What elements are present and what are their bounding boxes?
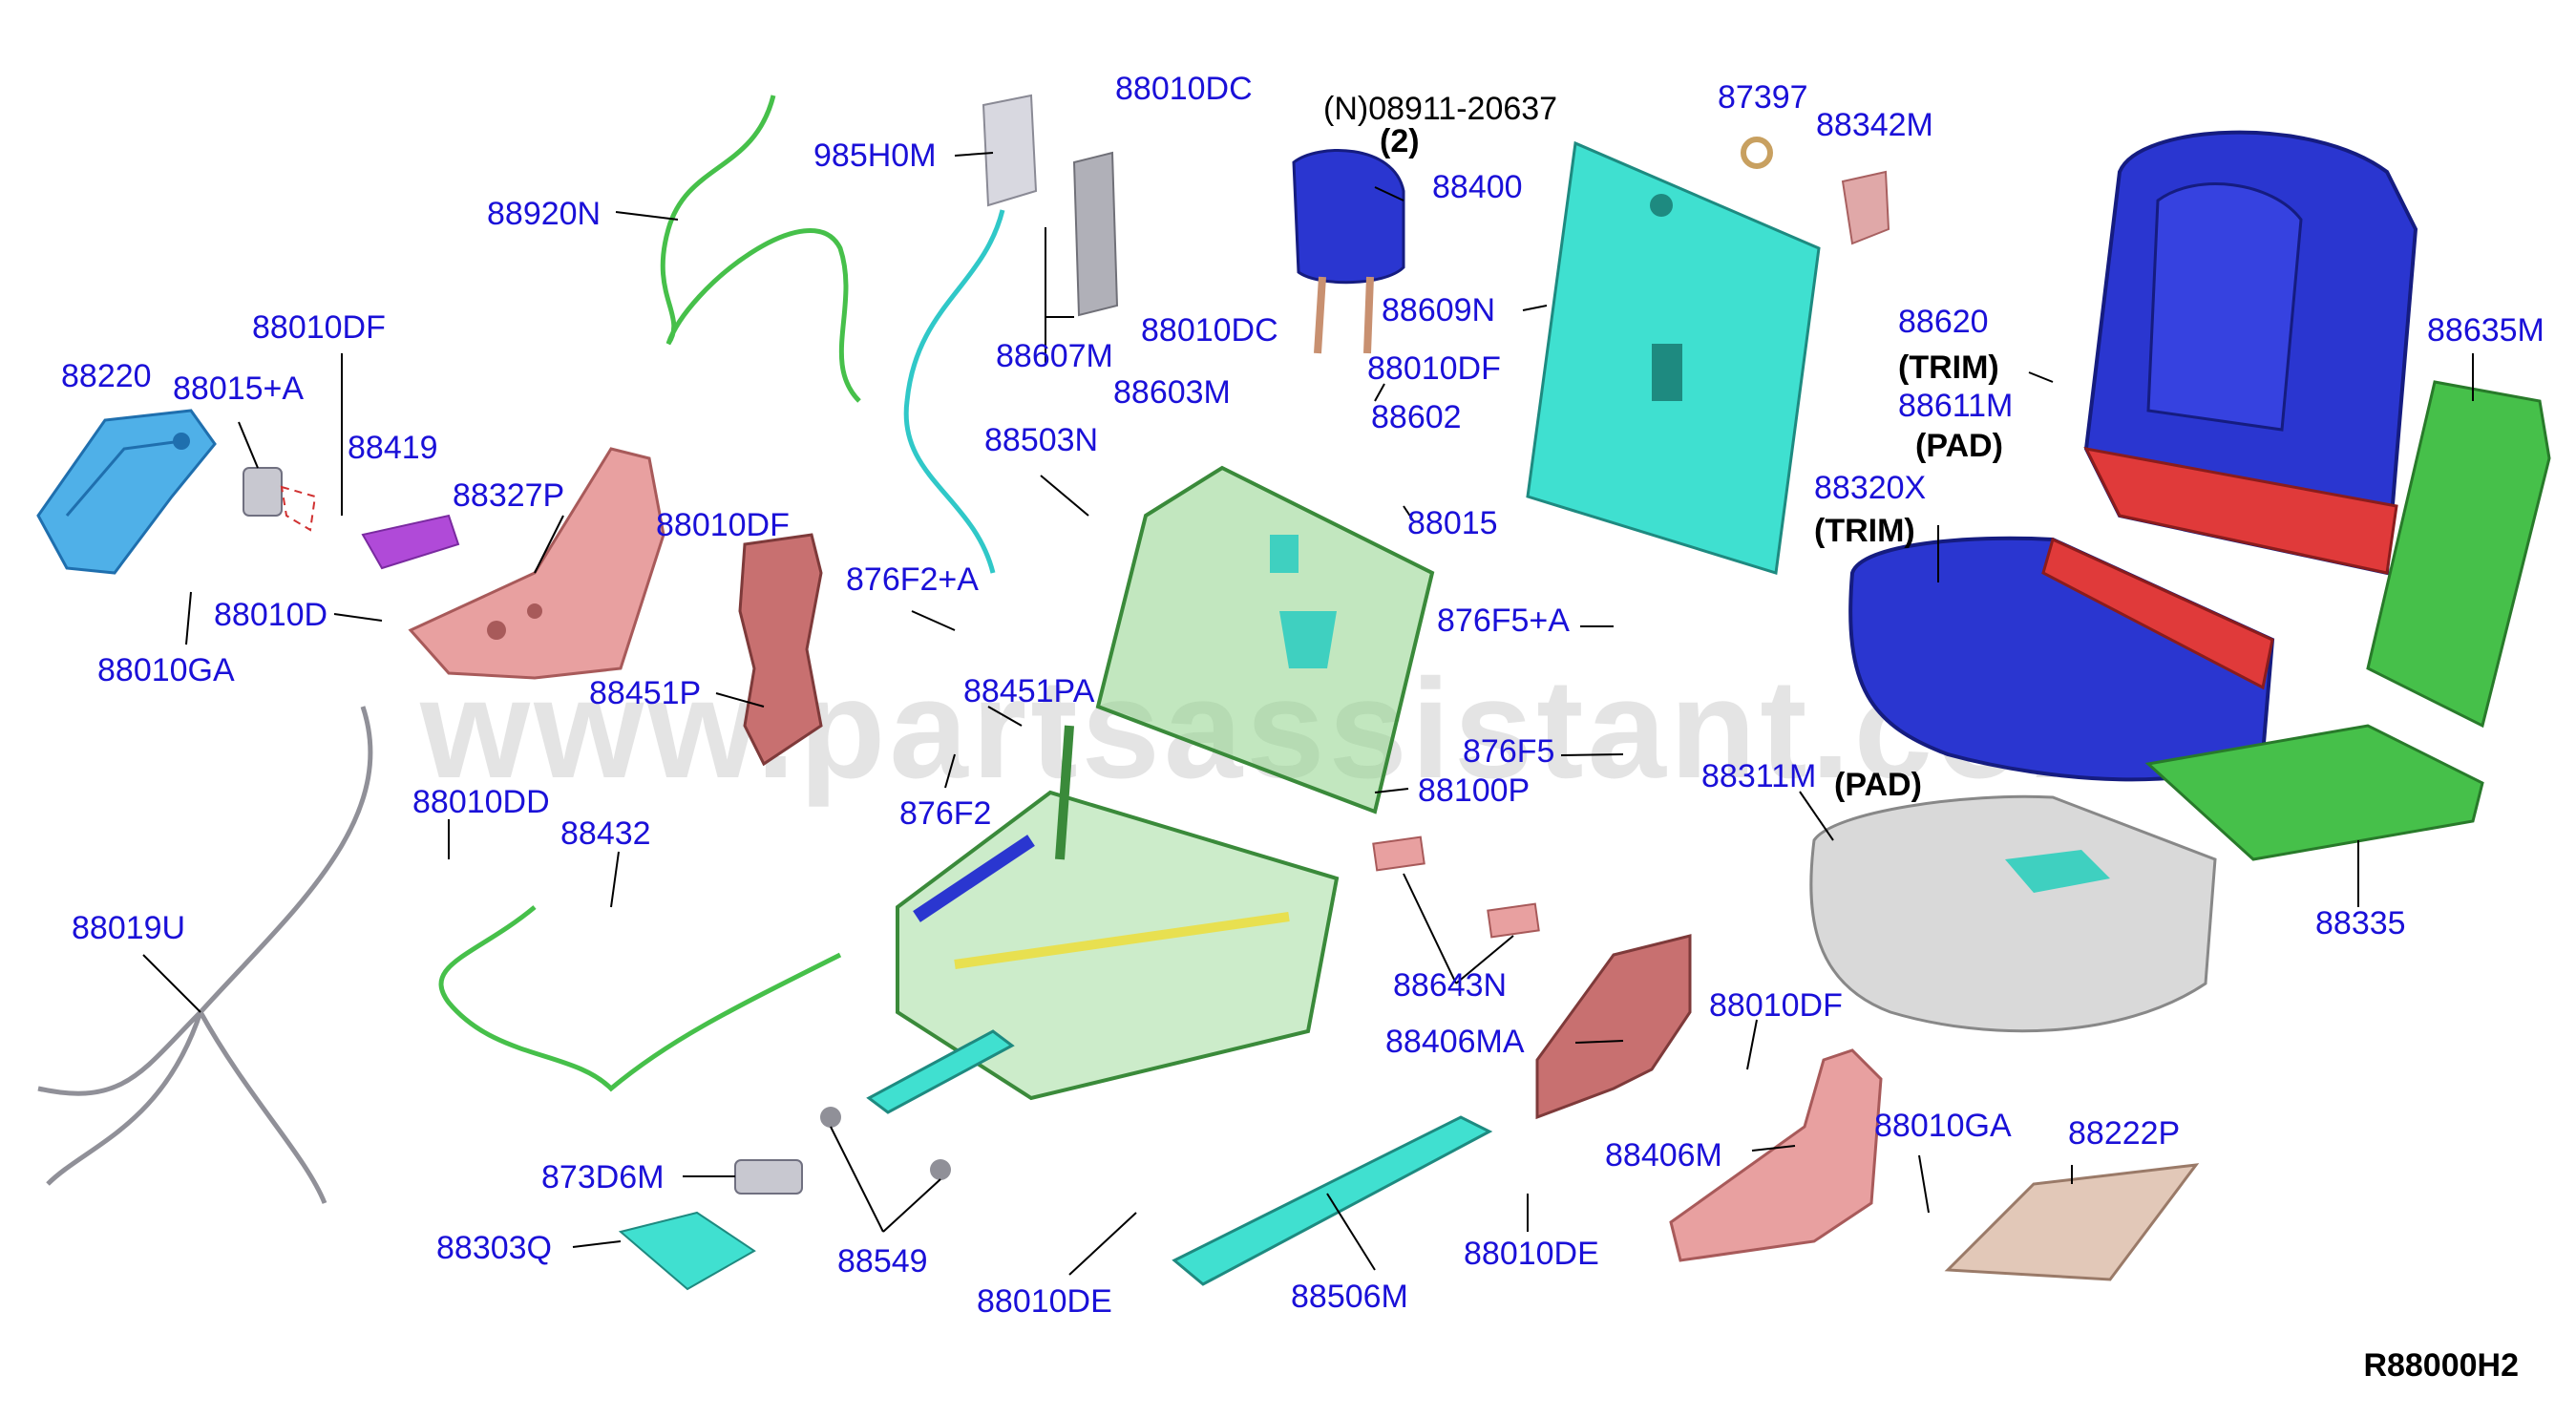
harness-88432 [438, 905, 842, 1092]
rail-88506m [866, 1029, 1493, 1286]
bottom-panel-88335 [2144, 724, 2484, 861]
harness-88920n [660, 95, 861, 403]
bolt-88549-a [820, 1107, 841, 1128]
leader-lines [142, 152, 2474, 1276]
label-trim-88620: (TRIM) [1898, 349, 1999, 386]
label-88010ga-right: 88010GA [1874, 1108, 2012, 1144]
label-88451pa: 88451PA [963, 673, 1095, 709]
label-88010de-left: 88010DE [977, 1283, 1112, 1320]
label-876f5a: 876F5+A [1437, 603, 1570, 639]
plate-88303q [618, 1211, 756, 1291]
label-pad-88311m: (PAD) [1834, 767, 1922, 803]
seatback-trim-88620 [2083, 130, 2418, 576]
label-88015a: 88015+A [173, 370, 305, 407]
label-88611m: 88611M [1898, 388, 2014, 424]
bracket-88406ma [1535, 934, 1692, 1120]
label-88100p: 88100P [1418, 772, 1531, 809]
label-88620: 88620 [1898, 304, 1989, 340]
label-qty-2: (2) [1380, 123, 1420, 159]
label-88920n: 88920N [487, 196, 602, 232]
label-88010dc-top: 88010DC [1115, 71, 1253, 107]
label-88451p: 88451P [589, 675, 702, 711]
ring-87397 [1741, 137, 1773, 169]
harness-88019u [37, 706, 373, 1204]
label-88303q: 88303Q [436, 1230, 552, 1266]
label-88010de-right: 88010DE [1464, 1236, 1599, 1272]
label-876f2a: 876F2+A [846, 561, 979, 598]
label-88327p: 88327P [453, 477, 565, 514]
bracket-88451p [738, 533, 823, 767]
label-876f2: 876F2 [899, 795, 992, 832]
bolt-88549-b [930, 1159, 951, 1180]
label-88311m: 88311M [1701, 758, 1817, 794]
label-88607m: 88607M [996, 338, 1113, 374]
back-board-88609n [1526, 140, 1821, 575]
label-876f5: 876F5 [1463, 733, 1555, 770]
label-87397: 87397 [1718, 79, 1808, 116]
label-n08911: (N)08911-20637 [1323, 91, 1558, 127]
cushion-pad-88311m [1809, 794, 2217, 1033]
label-88406m: 88406M [1605, 1137, 1722, 1174]
cover-88406m [1669, 1048, 1883, 1262]
label-88222p: 88222P [2068, 1115, 2181, 1152]
armrest-bracket-88220 [36, 409, 217, 575]
label-trim-88320x: (TRIM) [1814, 513, 1915, 549]
airbag-985h0m [982, 94, 1038, 207]
pad-88643n-a [1372, 835, 1425, 872]
label-88010df-center: 88010DF [1367, 350, 1501, 387]
label-88010ga-left: 88010GA [97, 652, 235, 688]
part-873d6m [734, 1159, 803, 1195]
label-pad-88611m: (PAD) [1915, 428, 2003, 464]
pad-88643n-b [1487, 902, 1540, 939]
label-88419: 88419 [348, 430, 438, 466]
label-88432: 88432 [560, 815, 651, 852]
headrest-88400 [1292, 149, 1405, 354]
label-88342m: 88342M [1816, 107, 1933, 143]
cover-88222p [1944, 1163, 2200, 1281]
label-88010df-pink: 88010DF [656, 507, 790, 543]
label-88010dc-mid: 88010DC [1141, 312, 1278, 349]
label-88220: 88220 [61, 358, 152, 394]
label-88019u: 88019U [72, 910, 186, 946]
bracket-88342m [1841, 170, 1890, 245]
label-88609n: 88609N [1382, 292, 1496, 328]
label-88549: 88549 [837, 1243, 928, 1280]
label-88320x: 88320X [1814, 470, 1927, 506]
label-88635m: 88635M [2427, 312, 2544, 349]
label-88010dd: 88010DD [412, 784, 550, 820]
airbag-harness [903, 209, 1005, 574]
label-88602: 88602 [1371, 399, 1462, 435]
label-88603m: 88603M [1113, 374, 1231, 411]
label-985h0m: 985H0M [813, 137, 937, 174]
label-88503n: 88503N [984, 422, 1099, 458]
label-88406ma: 88406MA [1385, 1024, 1525, 1060]
label-88506m: 88506M [1291, 1279, 1408, 1315]
pad-88419 [361, 514, 460, 570]
strip-88607m [1072, 151, 1119, 317]
label-88643n: 88643N [1393, 967, 1508, 1004]
label-88010df-right: 88010DF [1709, 987, 1843, 1024]
cushion-trim-88320x [1848, 536, 2275, 782]
label-88335: 88335 [2315, 905, 2406, 941]
latch-88015a [243, 467, 317, 532]
side-panel-88327p [408, 447, 665, 680]
label-88010df-left: 88010DF [252, 309, 386, 346]
label-88015: 88015 [1407, 505, 1498, 541]
label-88010d: 88010D [214, 597, 328, 633]
back-panel-88635m [2366, 380, 2551, 729]
label-873d6m: 873D6M [541, 1159, 665, 1195]
seat-frame-88100p [896, 465, 1435, 1101]
reference-code: R88000H2 [2363, 1347, 2519, 1384]
label-88400: 88400 [1432, 169, 1523, 205]
